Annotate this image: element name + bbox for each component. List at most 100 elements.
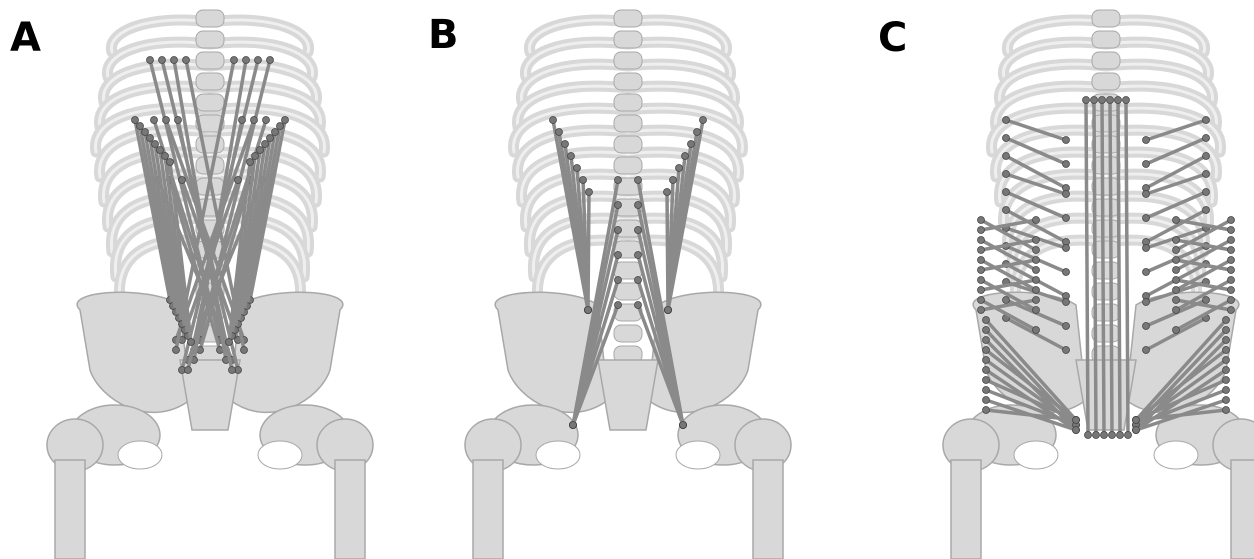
vertebra [1092,31,1120,48]
muscle-element [1118,100,1120,435]
muscle-node [1033,257,1040,264]
muscle-node [1125,432,1132,439]
muscle-node [1173,297,1180,304]
muscle-node [1228,227,1235,234]
muscle-node [137,123,144,130]
muscle-node [983,367,990,374]
muscle-node [1033,267,1040,274]
muscle-node [664,189,671,196]
muscle-node [1228,297,1235,304]
muscle-node [1003,207,1010,214]
muscle-element [1102,100,1104,435]
muscle-node [1203,297,1210,304]
vertebra [614,73,642,90]
panel-a-skeleton-illustration [0,0,418,559]
muscle-node [562,141,569,148]
muscle-node [635,177,642,184]
vertebra [614,115,642,132]
muscle-node [282,117,289,124]
muscle-node [1143,323,1150,330]
muscle-node [978,267,985,274]
femur-shaft-left [951,460,981,559]
muscle-node [1173,327,1180,334]
muscle-node [1033,327,1040,334]
panel-a: A [0,0,418,559]
muscle-node [983,327,990,334]
muscle-node [175,117,182,124]
muscle-node [1173,217,1180,224]
muscle-node [1003,189,1010,196]
femur-shaft-right [335,460,365,559]
muscle-node [670,177,677,184]
muscle-node [1223,407,1230,414]
muscle-node [1003,135,1010,142]
muscle-node [665,307,672,314]
muscle-node [272,129,279,136]
obturator-left [536,441,580,469]
muscle-node [1203,153,1210,160]
muscle-node [171,57,178,64]
panel-a-label: A [10,18,41,58]
muscle-node [635,252,642,259]
muscle-node [162,153,169,160]
vertebra [196,52,224,69]
muscle-node [983,407,990,414]
muscle-node [1107,97,1114,104]
muscle-node [1003,117,1010,124]
muscle-node [142,129,149,136]
muscle-node [586,189,593,196]
vertebra [1092,52,1120,69]
muscle-node [1143,347,1150,354]
muscle-node [147,135,154,142]
muscle-node [183,57,190,64]
muscle-node [1063,161,1070,168]
muscle-node [263,117,270,124]
vertebra [1092,115,1120,132]
vertebra [614,52,642,69]
muscle-node [1228,247,1235,254]
vertebra [614,283,642,300]
muscle-node [132,117,139,124]
muscle-node [615,277,622,284]
muscle-node [1083,97,1090,104]
muscle-element [1086,100,1088,435]
muscle-node [1223,327,1230,334]
muscle-node [1117,432,1124,439]
muscle-node [1033,277,1040,284]
muscle-node [1063,191,1070,198]
muscle-node [1173,287,1180,294]
sacrum [598,360,658,430]
obturator-right [1154,441,1198,469]
muscle-node [983,397,990,404]
muscle-node [1203,117,1210,124]
muscle-node [185,367,192,374]
panel-c: C [836,0,1254,559]
muscle-node [1228,277,1235,284]
muscle-node [151,117,158,124]
muscle-node [1143,137,1150,144]
muscle-node [574,165,581,172]
muscle-node [1143,161,1150,168]
muscle-node [1063,323,1070,330]
muscle-node [277,123,284,130]
obturator-right [258,441,302,469]
muscle-node [978,217,985,224]
vertebra [614,10,642,27]
muscle-node [1173,237,1180,244]
muscle-node [615,302,622,309]
vertebra [196,10,224,27]
muscle-node [688,141,695,148]
muscle-node [152,141,159,148]
femur-shaft-left [55,460,85,559]
muscle-element [588,192,589,310]
muscle-node [682,153,689,160]
muscle-node [229,367,236,374]
vertebra [196,31,224,48]
muscle-node [1063,299,1070,306]
muscle-node [615,177,622,184]
muscle-node [235,177,242,184]
muscle-node [694,129,701,136]
muscle-node [983,347,990,354]
muscle-node [978,237,985,244]
muscle-node [1228,267,1235,274]
